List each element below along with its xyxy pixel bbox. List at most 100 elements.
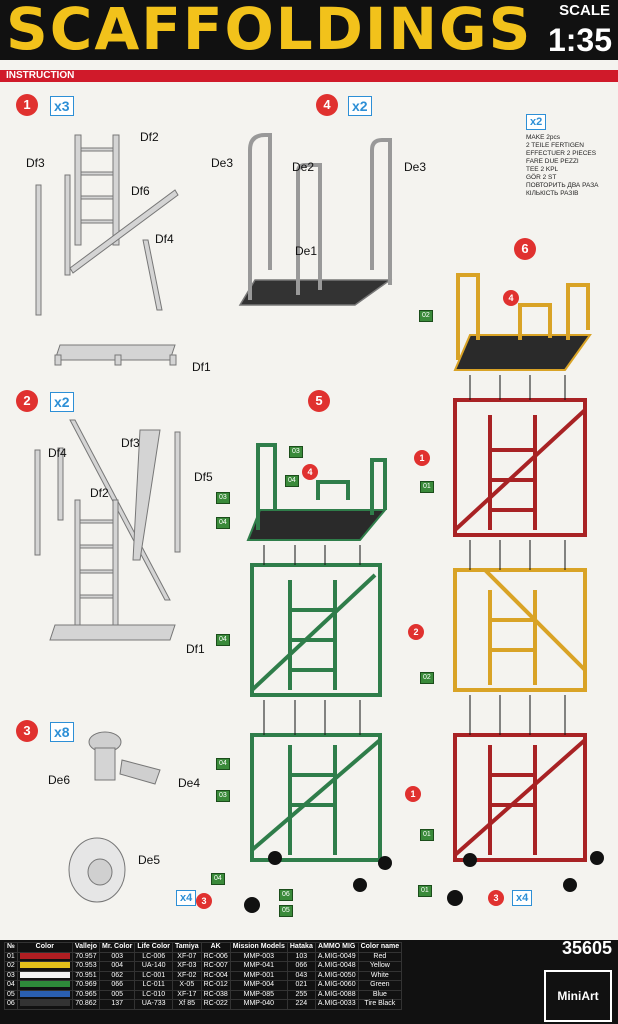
color-tag: 04	[216, 517, 230, 529]
col-header: Tamiya	[172, 942, 202, 953]
col-header: AMMO MIG	[314, 942, 359, 953]
table-cell: 255	[286, 989, 316, 1000]
table-cell: A.MIG-0060	[314, 980, 359, 991]
scale-value: 1:35	[547, 22, 612, 58]
table-cell: UA-733	[134, 999, 174, 1010]
part-ref-2: 2	[408, 624, 424, 640]
label-df3: Df3	[121, 436, 140, 450]
green-scaffold	[246, 443, 388, 862]
scale-label: SCALE	[559, 2, 610, 19]
header: SCAFFOLDINGS SCALE 1:35	[0, 0, 618, 63]
product-code: 35605	[561, 938, 612, 958]
step-6-number: 6	[514, 238, 536, 260]
table-cell: Red	[357, 951, 403, 962]
table-cell: Xf 85	[172, 999, 202, 1010]
color-tag: 03	[289, 446, 303, 458]
page-title: SCAFFOLDINGS	[6, 0, 533, 63]
table-cell: X-05	[172, 980, 202, 991]
part-ref-3: 3	[196, 893, 212, 909]
step-4-multiplier: x2	[348, 96, 372, 116]
table-cell: 103	[286, 951, 316, 962]
color-tag: 04	[285, 475, 299, 487]
note-line: ПОВТОРИТЬ ДВА РАЗА	[526, 182, 599, 189]
step-4-number: 4	[316, 94, 338, 116]
table-cell: 224	[286, 999, 316, 1010]
color-tag: 01	[420, 481, 434, 493]
color-tag: 02	[419, 310, 433, 322]
label-df4: Df4	[155, 232, 174, 246]
step-2-multiplier: x2	[50, 392, 74, 412]
part-ref-3: 3	[488, 890, 504, 906]
col-header: №	[4, 942, 18, 953]
table-cell: 003	[98, 951, 136, 962]
table-cell: XF-07	[172, 951, 202, 962]
table-cell: White	[357, 970, 403, 981]
color-table: № Color Vallejo Mr. Color Life Color Tam…	[4, 942, 403, 1010]
table-cell: Green	[357, 980, 403, 991]
wheel-multiplier: x4	[512, 890, 533, 906]
table-cell: 066	[286, 961, 316, 972]
note-line: MAKE 2pcs	[526, 134, 560, 141]
table-cell: 70.862	[71, 999, 101, 1010]
table-cell: A.MIG-0088	[314, 989, 359, 1000]
yellow-frame	[453, 568, 587, 692]
make-note-multiplier: x2	[526, 114, 547, 130]
table-cell: XF-17	[172, 989, 202, 1000]
table-cell: 066	[98, 980, 136, 991]
color-swatch	[16, 980, 73, 991]
table-cell: Blue	[357, 989, 403, 1000]
table-cell: 05	[4, 989, 18, 1000]
color-tag: 02	[420, 672, 434, 684]
table-cell: LC-001	[134, 970, 174, 981]
col-header: Mr. Color	[98, 942, 136, 953]
table-cell: RC-022	[200, 999, 231, 1010]
table-cell: 70.951	[71, 970, 101, 981]
col-header: Mission Models	[229, 942, 288, 953]
color-tag: 01	[418, 885, 432, 897]
red-frame	[453, 398, 587, 537]
table-cell: 021	[286, 980, 316, 991]
label-de6: De6	[48, 773, 71, 787]
table-cell: Tire Black	[357, 999, 403, 1010]
table-cell: A.MIG-0048	[314, 961, 359, 972]
color-swatch	[16, 961, 73, 972]
label-df2: Df2	[140, 130, 159, 144]
label-df4: Df4	[48, 446, 67, 460]
label-df6: Df6	[131, 184, 150, 198]
table-cell: 70.957	[71, 951, 101, 962]
red-wheels	[447, 851, 604, 906]
step-5-number: 5	[308, 390, 330, 412]
color-tag: 05	[279, 905, 293, 917]
caster-wheel	[68, 731, 161, 903]
label-df1: Df1	[186, 642, 205, 656]
table-cell: RC-006	[200, 951, 231, 962]
green-wheels	[244, 851, 392, 913]
table-cell: A.MIG-0033	[314, 999, 359, 1010]
label-de3: De3	[211, 156, 234, 170]
table-cell: 062	[98, 970, 136, 981]
brand-logo: MiniArt	[544, 970, 612, 1022]
swatch-fill	[19, 990, 70, 997]
color-swatch	[16, 970, 73, 981]
table-cell: 70.965	[71, 989, 101, 1000]
table-cell: MMP-041	[229, 961, 288, 972]
step-3-multiplier: x8	[50, 722, 74, 742]
assembly-arrows	[263, 375, 566, 735]
instruction-bar: INSTRUCTION	[0, 70, 618, 82]
table-cell: 043	[286, 970, 316, 981]
table-cell: MMP-001	[229, 970, 288, 981]
color-tag: 04	[211, 873, 225, 885]
note-line: EFFECTUER 2 PIECES	[526, 150, 597, 157]
table-cell: XF-03	[172, 961, 202, 972]
label-df3: Df3	[26, 156, 45, 170]
label-de2: De2	[292, 160, 315, 174]
table-cell: 005	[98, 989, 136, 1000]
color-tag: 03	[216, 790, 230, 802]
color-tag: 04	[216, 634, 230, 646]
note-line: GÖR 2 ST	[526, 174, 557, 181]
col-header: Color	[16, 942, 73, 953]
